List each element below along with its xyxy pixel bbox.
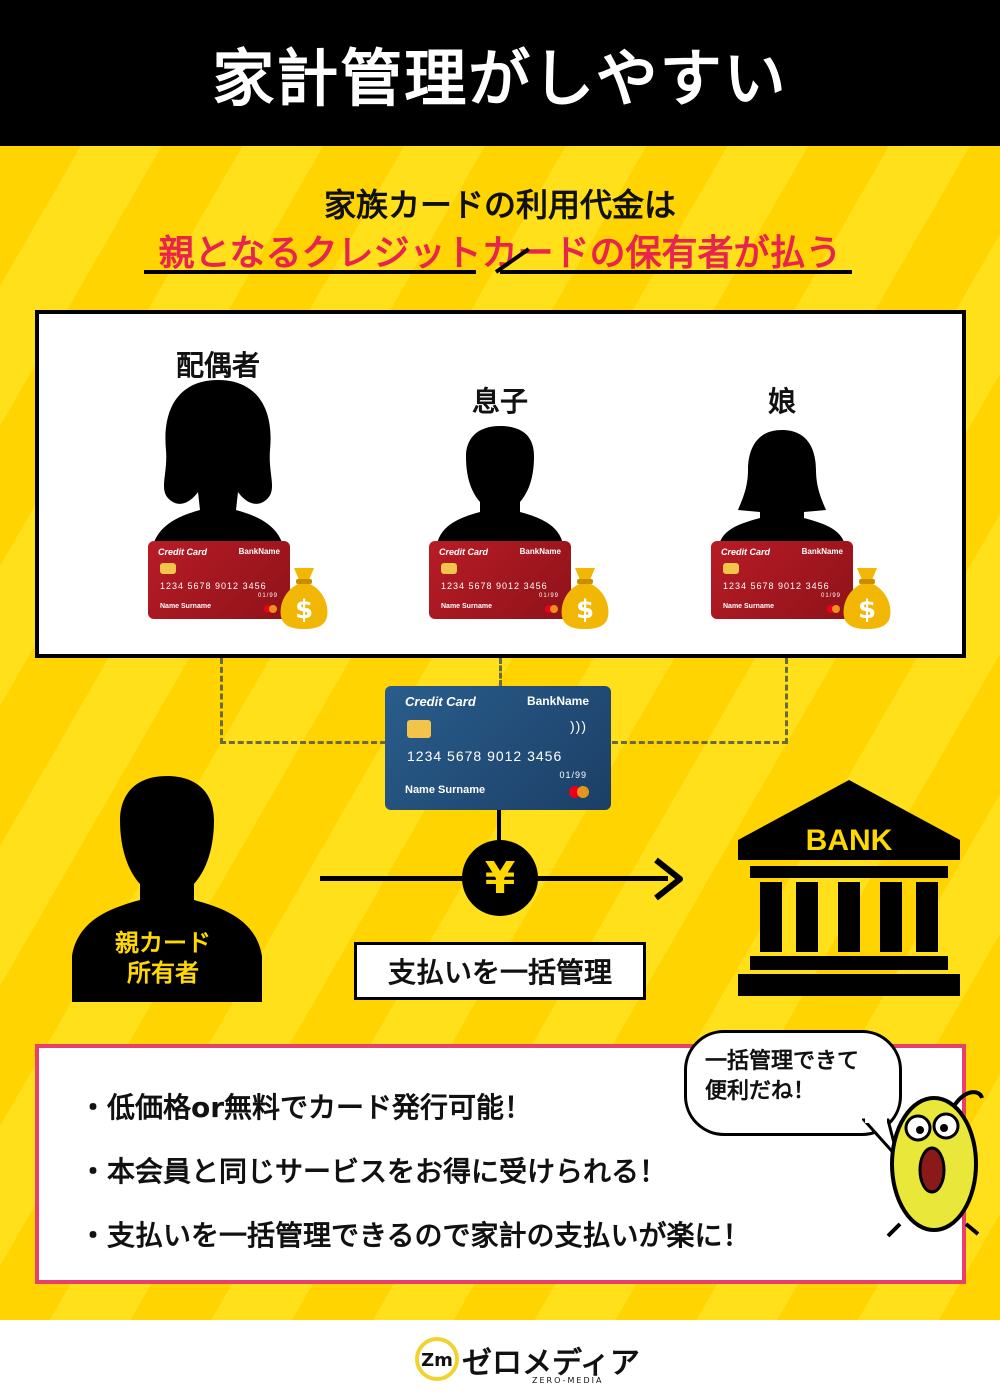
svg-text:$: $ <box>295 595 313 625</box>
family-card-spouse: Credit Card BankName 1234 5678 9012 3456… <box>148 541 290 619</box>
owner-label: 親カード 所有者 <box>88 928 238 988</box>
underline-left <box>144 270 476 274</box>
footer-logo-text: ゼロメディア <box>462 1346 640 1381</box>
card-logo-icon-2 <box>832 605 840 613</box>
yen-icon: ¥ <box>462 840 538 916</box>
card-brand: Credit Card <box>439 547 489 557</box>
card-bank-name: BankName <box>526 694 589 708</box>
card-logo-icon-2 <box>550 605 558 613</box>
svg-text:$: $ <box>858 595 876 625</box>
card-chip-icon <box>441 563 457 574</box>
member-label-spouse: 配偶者 <box>175 349 260 382</box>
footer <box>0 1320 1000 1400</box>
card-bank-name: BankName <box>801 547 843 556</box>
card-brand: Credit Card <box>721 547 771 557</box>
owner-label-line2: 所有者 <box>127 959 199 987</box>
card-logo-icon-2 <box>269 605 277 613</box>
card-logo-icon <box>827 605 835 613</box>
benefit-item: ・低価格or無料でカード発行可能！ <box>79 1091 533 1124</box>
family-card-daughter: Credit Card BankName 1234 5678 9012 3456… <box>711 541 853 619</box>
money-bag-icon: $ <box>843 568 891 629</box>
lead-line-1: 家族カードの利用代金は <box>323 186 676 224</box>
benefits-box: ・低価格or無料でカード発行可能！ ・本会員と同じサービスをお得に受けられる！ … <box>35 1044 966 1284</box>
bubble-line2: 便利だね！ <box>705 1078 816 1104</box>
family-card-son: Credit Card BankName 1234 5678 9012 3456… <box>429 541 571 619</box>
page-title: 家計管理がしやすい <box>0 0 1000 146</box>
bank-building-icon <box>738 780 960 996</box>
zero-media-logo-icon: Zm <box>415 1337 459 1381</box>
card-holder: Name Surname <box>441 603 492 610</box>
card-number: 1234 5678 9012 3456 <box>441 581 548 591</box>
underline-right <box>500 270 852 274</box>
daughter-silhouette-icon <box>718 430 846 550</box>
money-bag-icon: $ <box>561 568 609 629</box>
card-brand: Credit Card <box>158 547 208 557</box>
card-number: 1234 5678 9012 3456 <box>160 581 267 591</box>
card-bank-name: BankName <box>238 547 280 556</box>
card-valid: 01/99 <box>538 593 559 599</box>
arrow-head-icon <box>654 857 683 901</box>
card-valid: 01/99 <box>820 593 841 599</box>
member-label-son: 息子 <box>471 385 528 418</box>
member-label-daughter: 娘 <box>767 385 796 418</box>
connector-middle <box>499 658 502 686</box>
bubble-line1: 一括管理できて <box>705 1049 860 1074</box>
bank-label: BANK <box>805 824 893 857</box>
card-holder: Name Surname <box>723 603 774 610</box>
card-logo-icon <box>264 605 272 613</box>
footer-logo-subtext: ZERO-MEDIA <box>532 1376 604 1385</box>
card-bank-name: BankName <box>519 547 561 556</box>
card-valid: 01/99 <box>257 593 278 599</box>
parent-credit-card: Credit Card BankName ))) 1234 5678 9012 … <box>385 686 611 810</box>
connector-left <box>220 658 386 744</box>
money-bag-icon: $ <box>280 568 328 629</box>
card-contactless-icon: ))) <box>570 718 587 734</box>
spouse-silhouette-icon <box>152 380 284 550</box>
card-logo-icon <box>545 605 553 613</box>
card-chip-icon <box>160 563 176 574</box>
benefit-item: ・本会員と同じサービスをお得に受けられる！ <box>79 1155 668 1188</box>
svg-text:$: $ <box>576 595 594 625</box>
card-holder: Name Surname <box>405 784 486 796</box>
card-chip-icon <box>723 563 739 574</box>
card-brand: Credit Card <box>405 694 476 709</box>
card-number: 1234 5678 9012 3456 <box>723 581 830 591</box>
owner-silhouette-icon <box>72 776 262 1002</box>
card-chip-icon <box>407 720 431 738</box>
card-number: 1234 5678 9012 3456 <box>407 748 563 764</box>
svg-text:Zm: Zm <box>421 1350 453 1371</box>
card-to-flow-line <box>497 810 501 842</box>
card-valid: 01/99 <box>559 770 587 780</box>
card-holder: Name Surname <box>160 603 211 610</box>
owner-label-line1: 親カード <box>115 929 211 957</box>
mascot-character-icon <box>886 1090 984 1238</box>
pay-label-box: 支払いを一括管理 <box>354 942 646 1000</box>
connector-right <box>612 658 788 744</box>
benefit-item: ・支払いを一括管理できるので家計の支払いが楽に！ <box>79 1219 751 1252</box>
son-silhouette-icon <box>436 426 564 550</box>
card-logo-icon-2 <box>577 786 589 798</box>
